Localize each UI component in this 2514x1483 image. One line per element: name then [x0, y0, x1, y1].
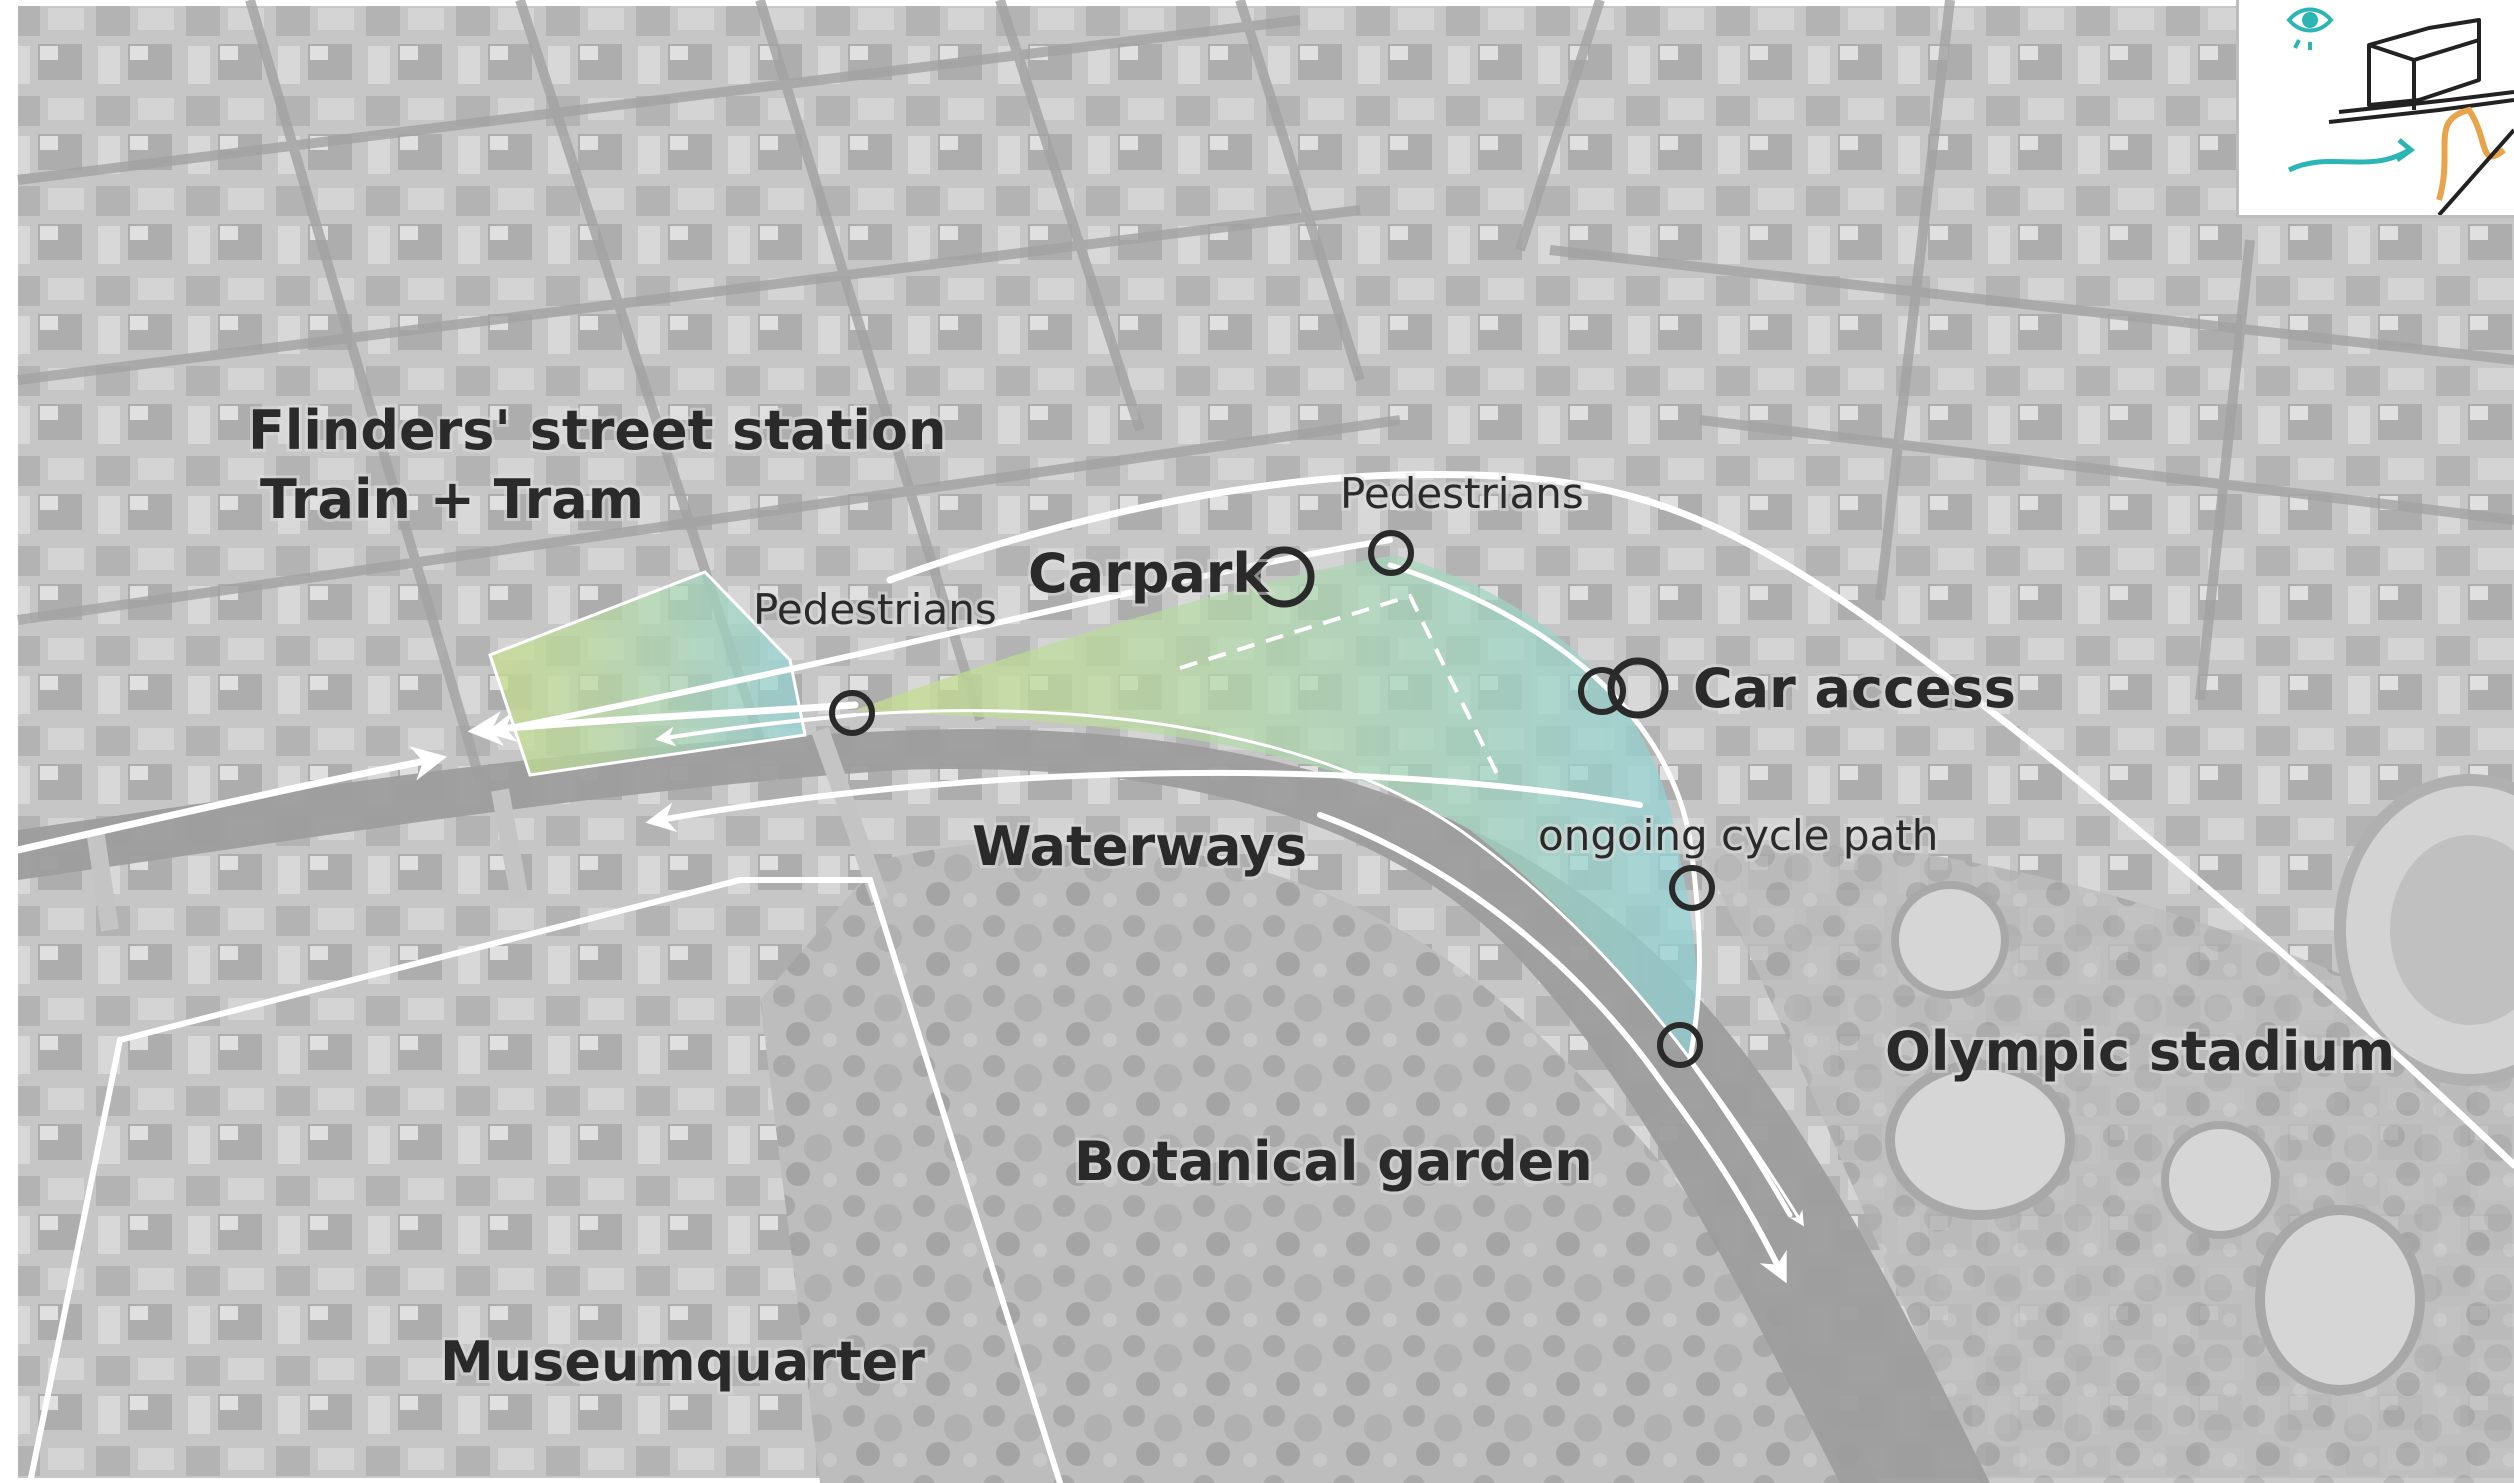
label-station-line1: Flinders' street station: [248, 399, 946, 462]
node-circle-icon: [1669, 865, 1715, 911]
eye-icon: [2286, 7, 2334, 50]
label-pedestrians-north: Pedestrians: [1340, 469, 1584, 518]
label-botanical-garden: Botanical garden: [1074, 1130, 1593, 1193]
label-pedestrians-west: Pedestrians: [753, 585, 997, 634]
sketch-orange-stroke: [2436, 106, 2506, 201]
label-olympic-stadium: Olympic stadium: [1885, 1020, 2395, 1083]
sketch-teal-stroke: [2287, 147, 2411, 173]
label-museumquarter: Museumquarter: [440, 1330, 925, 1393]
node-circle-icon: [1578, 667, 1626, 715]
sketch-dark-stroke: [2437, 128, 2514, 217]
node-markers: [829, 530, 1715, 1068]
route-lines: [14, 471, 2514, 1483]
label-waterways: Waterways: [972, 815, 1307, 878]
building-sketch-icon: [2328, 18, 2514, 124]
site-zone-main: [855, 555, 1697, 1060]
node-circle-icon: [1368, 530, 1414, 576]
label-cycle-path: ongoing cycle path: [1538, 811, 1938, 860]
white-border-left: [0, 0, 18, 1483]
node-circle-icon: [829, 690, 875, 736]
bridges: [86, 727, 889, 932]
label-carpark: Carpark: [1028, 542, 1269, 605]
label-car-access: Car access: [1693, 657, 2016, 720]
botanical-parkland: [760, 840, 1880, 1483]
node-circle-icon: [1253, 546, 1315, 608]
concept-sketch-inset: [2236, 0, 2514, 218]
white-border-top: [0, 0, 2514, 6]
label-station-line2: Train + Tram: [260, 468, 644, 531]
dashed-boundary: [1179, 593, 1502, 781]
node-circle-icon: [1657, 1022, 1703, 1068]
river-waterway: [18, 729, 1990, 1483]
stadium-structures: [1885, 774, 2514, 1395]
node-circle-icon: [1607, 657, 1669, 719]
sketch-teal-arrow: [2395, 138, 2416, 163]
